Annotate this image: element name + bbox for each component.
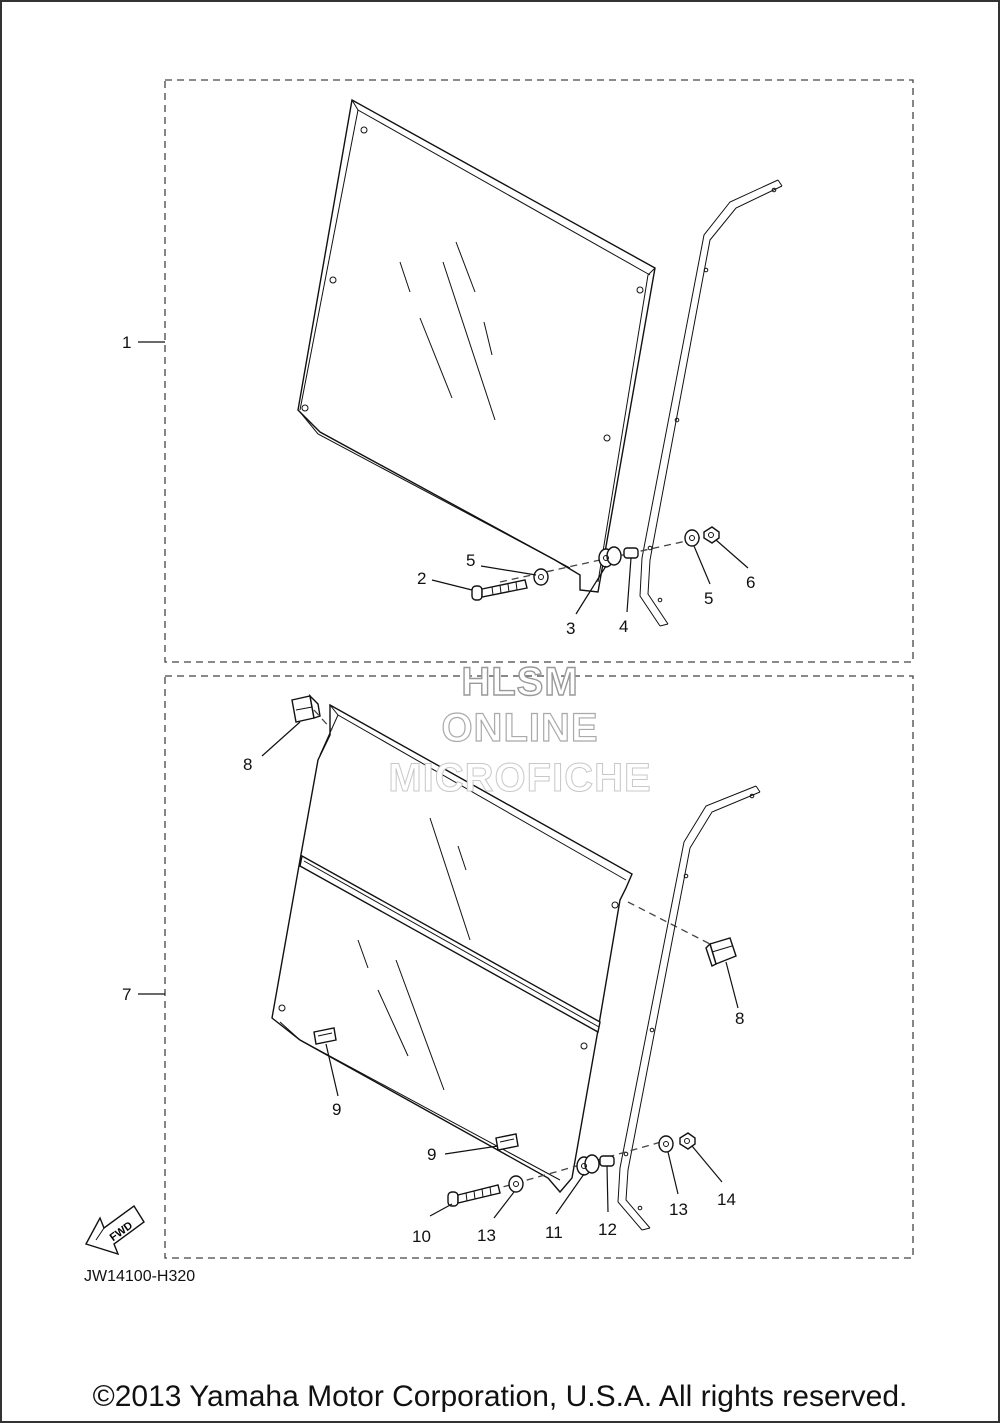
callout-7[interactable]: 7 [122, 985, 131, 1004]
callout-2[interactable]: 2 [417, 569, 426, 588]
fwd-arrow-icon: FWD [84, 1204, 145, 1256]
clip-8-right-axis [627, 901, 711, 945]
grommet-3 [598, 546, 622, 568]
watermark-line-3: MICROFICHE [388, 756, 652, 801]
group-box-lower [164, 675, 914, 1259]
leader-11 [555, 1173, 585, 1215]
collar-12 [599, 1155, 615, 1167]
washer-5-upper-left [533, 568, 549, 586]
washer-13-lower-left [508, 1175, 524, 1193]
clip-8-right [705, 937, 737, 967]
leader-9b [444, 1145, 499, 1155]
leader-10 [429, 1203, 453, 1217]
leader-2 [431, 579, 473, 591]
group-box-upper [164, 79, 914, 663]
washer-13-lower-right [658, 1135, 674, 1153]
diagram-code: JW14100-H320 [84, 1268, 196, 1285]
nut-14 [679, 1132, 696, 1150]
clip-9-lower [495, 1133, 519, 1151]
upper-glass-panel [297, 98, 656, 593]
callout-5-upper-left[interactable]: 5 [466, 551, 475, 570]
leader-9a [325, 1043, 339, 1097]
callout-12[interactable]: 12 [598, 1220, 617, 1239]
leader-13a [493, 1191, 515, 1219]
leader-5a [480, 565, 537, 576]
copyright-notice: ©2013 Yamaha Motor Corporation, U.S.A. A… [92, 1380, 908, 1413]
clip-8-left [291, 693, 321, 723]
callout-9-lower[interactable]: 9 [427, 1145, 436, 1164]
callout-14[interactable]: 14 [717, 1190, 736, 1209]
callout-8-right[interactable]: 8 [735, 1009, 744, 1028]
callout-11[interactable]: 11 [545, 1223, 563, 1242]
callout-3[interactable]: 3 [566, 619, 575, 638]
leader-3 [575, 565, 607, 615]
nut-6 [703, 526, 720, 544]
callout-4[interactable]: 4 [619, 617, 628, 636]
leader-8b [725, 961, 739, 1009]
watermark-line-1: HLSM [461, 659, 579, 704]
lower-glass-panel [271, 703, 633, 1194]
callout-1[interactable]: 1 [122, 333, 131, 352]
callout-5-upper-right[interactable]: 5 [704, 589, 713, 608]
callout-8-left[interactable]: 8 [243, 755, 252, 774]
callout-13-lower-left[interactable]: 13 [477, 1226, 496, 1245]
bolt-10 [447, 1184, 501, 1207]
bolt-2 [471, 579, 528, 601]
leader-4 [626, 557, 632, 613]
leader-14 [691, 1145, 723, 1183]
callout-6[interactable]: 6 [746, 573, 755, 592]
upper-frame-rail [639, 179, 783, 627]
leader-5b [693, 545, 711, 585]
callout-10[interactable]: 10 [412, 1227, 431, 1246]
clip-8-left-axis [313, 709, 333, 731]
watermark-line-2: ONLINE [441, 705, 599, 750]
leader-8a [261, 721, 301, 757]
leader-13b [667, 1151, 679, 1195]
callout-13-lower-right[interactable]: 13 [669, 1200, 688, 1219]
grommet-11 [576, 1154, 600, 1176]
collar-4 [623, 547, 639, 559]
callout-9-upper[interactable]: 9 [332, 1100, 341, 1119]
lower-frame-rail [617, 785, 761, 1231]
washer-5-upper-right [684, 529, 700, 547]
clip-9-upper [313, 1027, 337, 1045]
leader-12 [606, 1165, 609, 1213]
leader-6 [715, 539, 749, 569]
